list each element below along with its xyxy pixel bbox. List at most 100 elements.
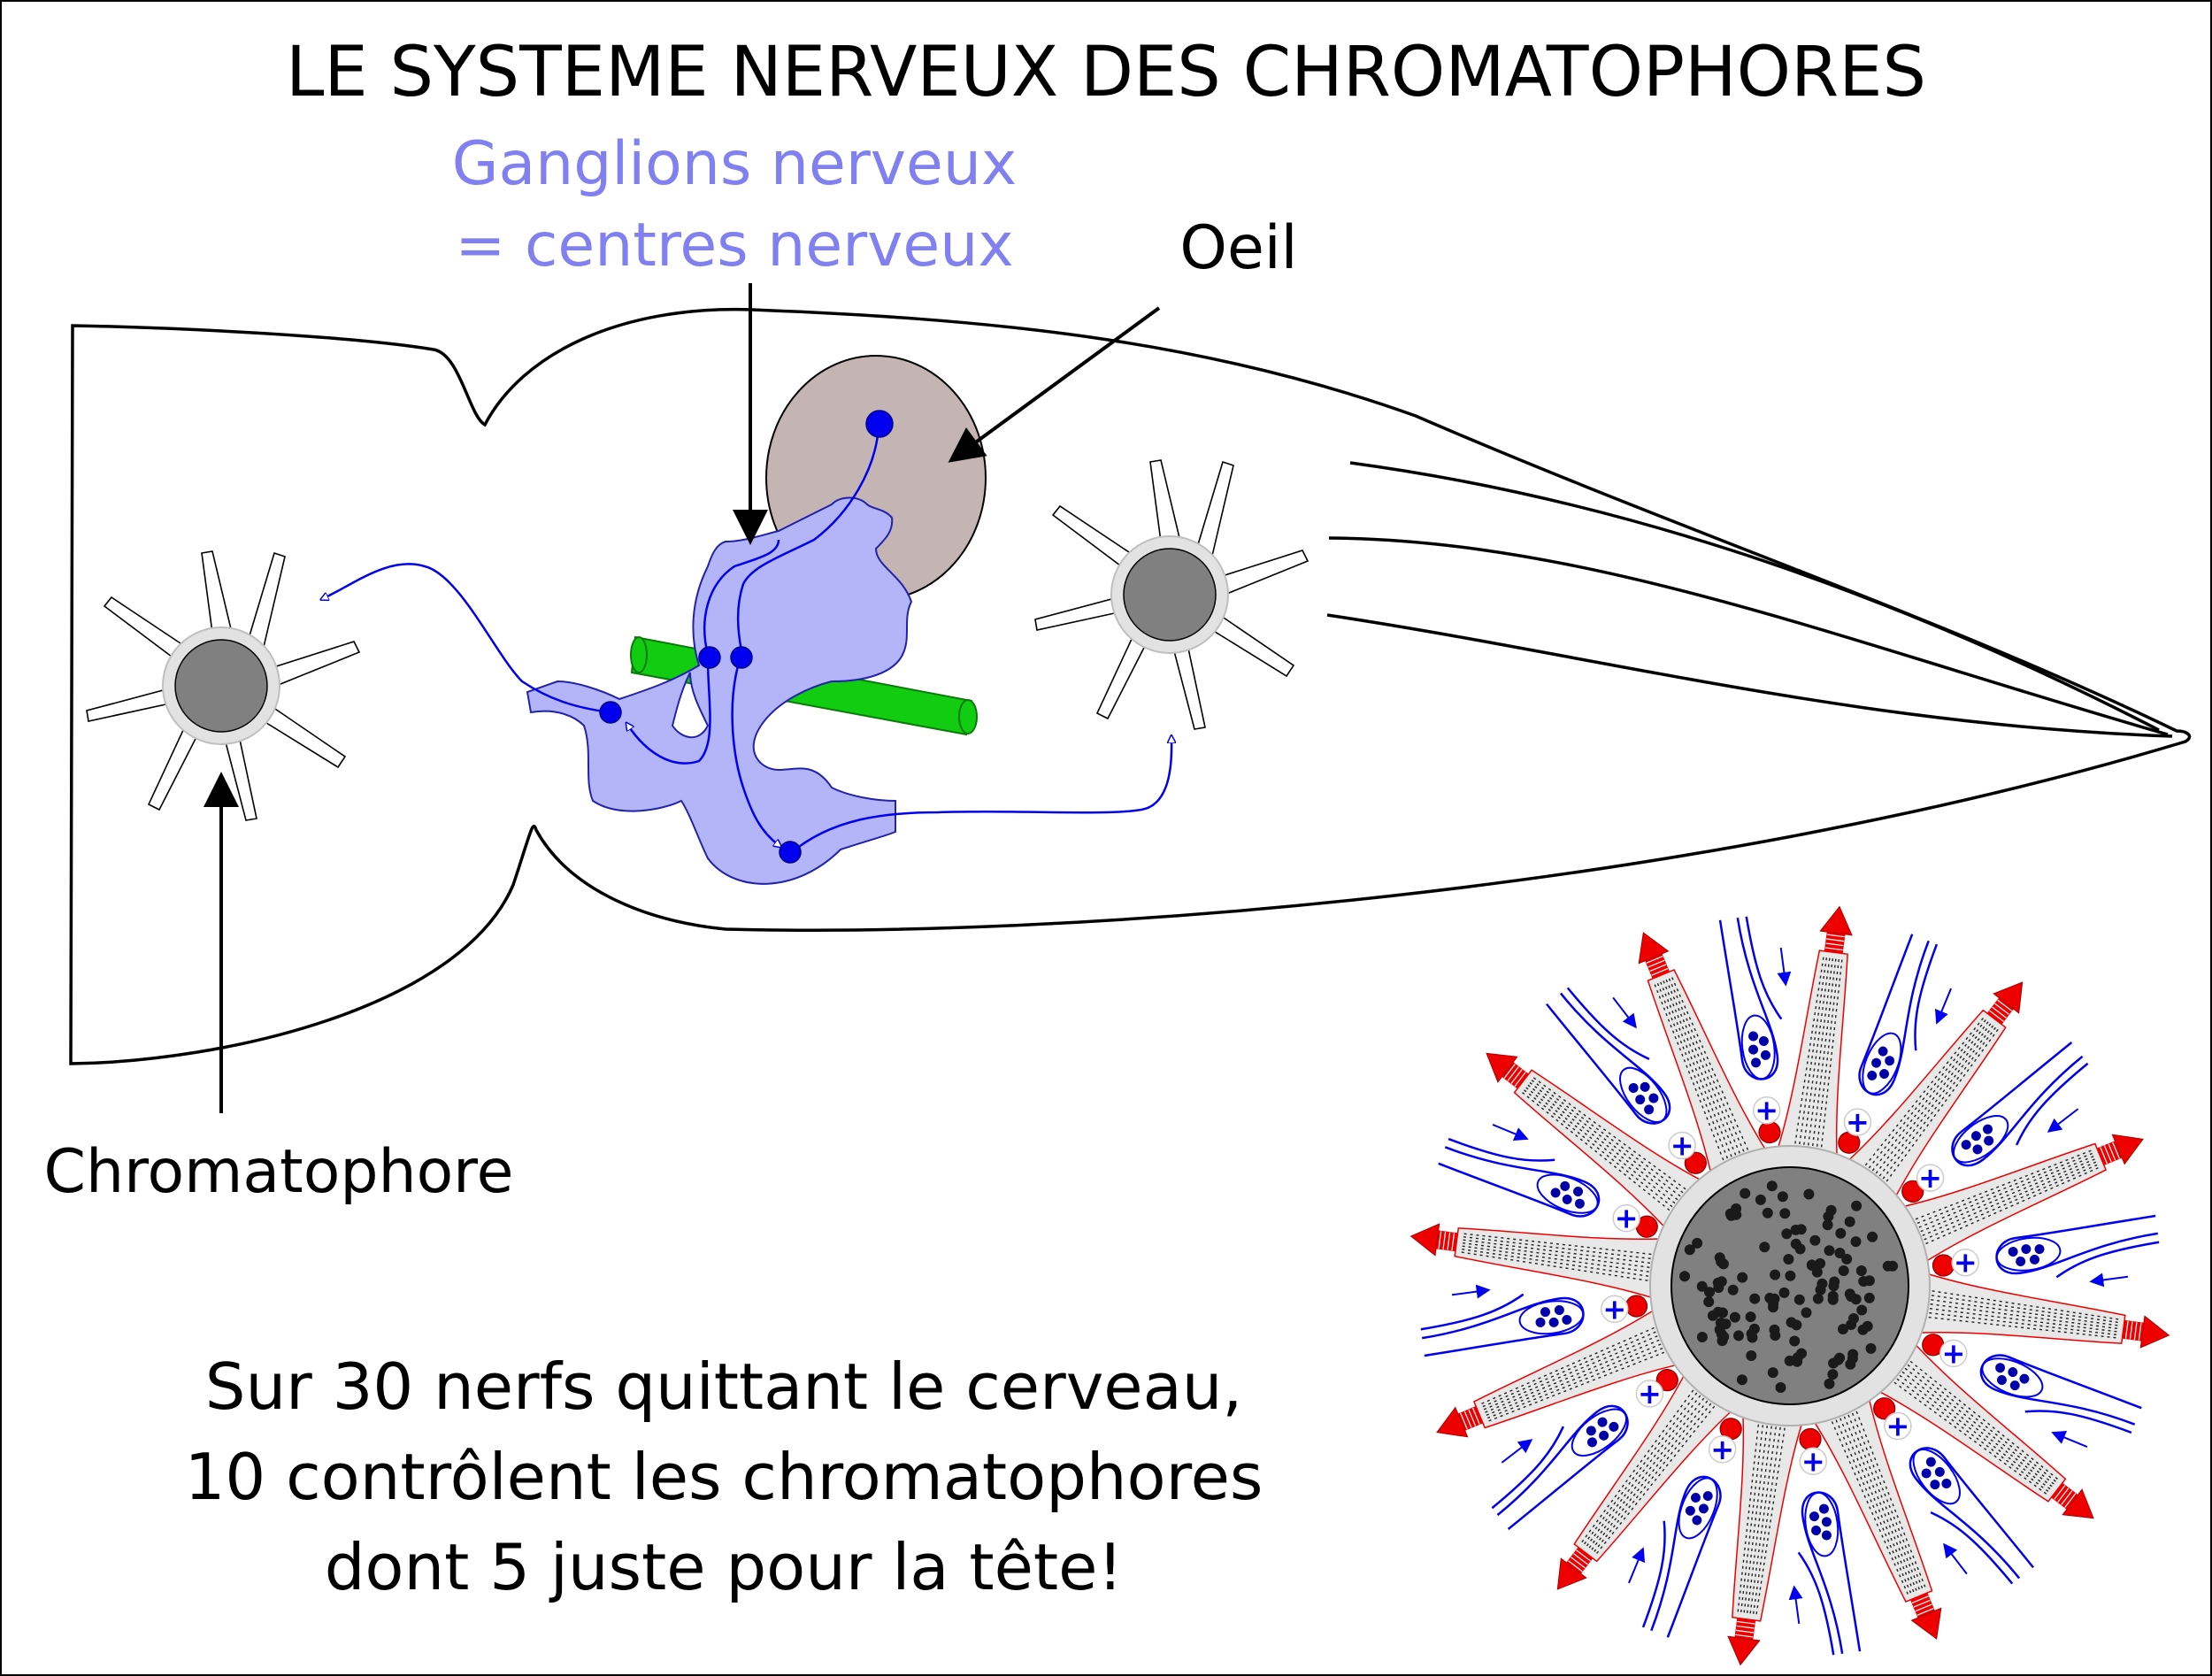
nerve-terminal: +	[1420, 1284, 1629, 1357]
pigment-granule	[1703, 1296, 1715, 1308]
radial-muscle	[1436, 1308, 1680, 1438]
radial-muscle	[1838, 981, 2024, 1200]
neural-pathways	[324, 426, 1171, 854]
pigment-granule	[1733, 1330, 1744, 1342]
radial-muscle	[1638, 932, 1768, 1176]
pigment-granule	[1679, 1271, 1690, 1282]
plus-icon: +	[1708, 1433, 1737, 1466]
pointer-arrows	[204, 283, 1161, 1113]
pigment-granule	[1696, 1332, 1708, 1342]
pigment-granule	[1838, 1324, 1848, 1334]
pigment-granule	[1785, 1270, 1796, 1281]
pigment-granule	[1865, 1342, 1877, 1354]
pigment-granule	[1783, 1254, 1794, 1265]
plus-icon: +	[1884, 1410, 1912, 1443]
nerve-terminal: +	[1546, 987, 1696, 1162]
pigment-granule	[1825, 1204, 1837, 1216]
pigment-granule	[1769, 1293, 1780, 1304]
interneuron-center	[731, 658, 779, 845]
pigment-granule	[1712, 1306, 1724, 1318]
ganglion-neuron-3	[599, 701, 622, 724]
pigment-granule	[1725, 1210, 1737, 1221]
caption-line2: 10 contrôlent les chromatophores	[185, 1440, 1263, 1514]
pigment-granule	[1793, 1294, 1805, 1305]
pigment-granule	[1769, 1324, 1780, 1335]
ganglia-label-line1: Ganglions nerveux	[452, 129, 1017, 199]
retina-neuron	[865, 410, 894, 438]
pigment-granule	[1794, 1243, 1806, 1255]
pigment-granule	[1850, 1236, 1862, 1248]
nerve-terminal: +	[1939, 1336, 2142, 1448]
chromatophore-detail: + + + + + + + + + + + +	[1409, 905, 2170, 1666]
nerve-to-left-chromatophore	[324, 563, 611, 714]
svg-text:+: +	[1918, 1161, 1942, 1195]
svg-text:+: +	[1615, 1202, 1639, 1235]
nerve-terminal: +	[1438, 1124, 1640, 1235]
pigment-granule	[1838, 1265, 1849, 1276]
pigment-granule	[1770, 1269, 1781, 1280]
radial-muscle	[1409, 1223, 1663, 1318]
motor-neuron	[779, 841, 802, 864]
svg-text:+: +	[1755, 1094, 1778, 1127]
pigment-granule	[1778, 1287, 1790, 1298]
ganglia	[526, 496, 913, 885]
pigment-granule	[1824, 1378, 1835, 1389]
pigment-granule	[1762, 1207, 1773, 1219]
svg-text:+: +	[1671, 1128, 1694, 1162]
eye-label: Oeil	[1179, 213, 1297, 283]
pigment-granule	[1812, 1293, 1824, 1304]
radial-muscle	[1900, 1134, 2144, 1264]
pigment-granule	[1844, 1216, 1855, 1227]
svg-text:+: +	[1846, 1105, 1870, 1139]
caption-line1: Sur 30 nerfs quittant le cerveau,	[205, 1349, 1243, 1424]
pigment-granule	[1759, 1242, 1770, 1253]
pigment-granule	[1766, 1180, 1778, 1192]
radial-muscle	[1916, 1254, 2170, 1349]
pigment-granule	[1857, 1324, 1869, 1335]
squid-body-outline	[69, 307, 2192, 1065]
pigment-granule	[1796, 1348, 1807, 1359]
pigment-granule	[1718, 1331, 1730, 1342]
chromatophore-label: Chromatophore	[44, 1137, 514, 1207]
plus-icon: +	[1843, 1105, 1872, 1139]
nerve-terminal: +	[1843, 934, 1952, 1139]
pigment-granule	[1784, 1355, 1795, 1366]
pigment-granule	[1835, 1227, 1847, 1239]
pigment-granule	[1848, 1313, 1859, 1324]
interneuron-to-left-cell	[628, 658, 711, 765]
svg-text:+: +	[1886, 1410, 1909, 1443]
plus-icon: +	[1635, 1377, 1664, 1411]
pigment-granule	[1729, 1311, 1740, 1323]
arrow-icon	[948, 306, 1161, 463]
pigment-granule	[1828, 1357, 1839, 1369]
radial-muscle	[1812, 1395, 1942, 1640]
pigment-granule	[1809, 1234, 1821, 1246]
pigment-granule	[1856, 1304, 1868, 1316]
interneuron-left	[703, 539, 780, 656]
svg-text:+: +	[1954, 1246, 1978, 1280]
pigment-granule	[1740, 1188, 1751, 1199]
pigment-granule	[1715, 1318, 1726, 1328]
radial-muscle	[1486, 1052, 1704, 1238]
pigment-granule	[1737, 1272, 1748, 1283]
pigment-granule	[1755, 1194, 1766, 1205]
pigment-granule	[1790, 1224, 1801, 1235]
plus-icon: +	[1600, 1292, 1629, 1326]
pigment-granule	[1748, 1323, 1760, 1334]
nerve-terminal: +	[1916, 1042, 2089, 1195]
pigment-granule	[1791, 1319, 1802, 1331]
pigment-granule	[1815, 1257, 1826, 1269]
nerve-terminal: +	[1718, 916, 1792, 1127]
pigment-granule	[1767, 1367, 1778, 1379]
pigment-granule	[1822, 1219, 1833, 1231]
pigment-granule	[1827, 1290, 1839, 1302]
pigment-granule	[1692, 1237, 1703, 1249]
pigment-granule	[1736, 1374, 1747, 1386]
plus-icon: +	[1799, 1444, 1828, 1478]
pigment-granule	[1855, 1265, 1867, 1276]
pigment-granule	[1815, 1284, 1826, 1295]
nerve-terminal: +	[1491, 1377, 1664, 1530]
pigment-granule	[1806, 1260, 1817, 1271]
